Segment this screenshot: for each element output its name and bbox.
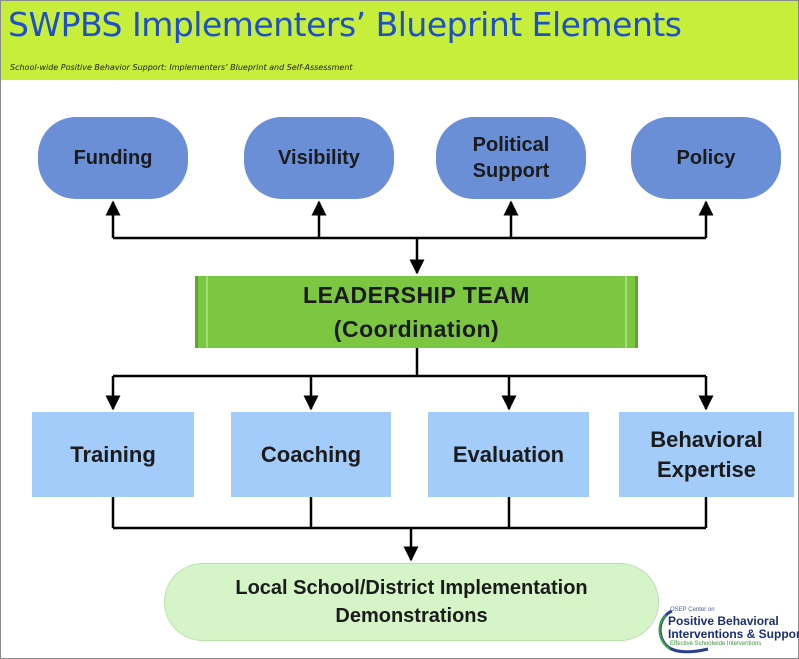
visibility-node: Visibility <box>244 117 394 199</box>
funding-label: Funding <box>73 147 153 169</box>
training-node: Training <box>32 412 194 497</box>
behavioral-expertise-label: Behavioral Expertise <box>650 426 763 482</box>
logo-line-3: Interventions & Support <box>668 627 799 641</box>
leadership-title: LEADERSHIP TEAM <box>303 282 530 308</box>
coaching-node: Coaching <box>231 412 391 497</box>
local-demonstrations-line2: Demonstrations <box>335 605 488 627</box>
local-demonstrations-line1: Local School/District Implementation <box>235 577 588 599</box>
pbis-logo: OSEP Center on Positive Behavioral Inter… <box>656 607 799 655</box>
political-support-label: Political Support <box>472 134 550 182</box>
policy-node: Policy <box>631 117 781 199</box>
leadership-left-bar <box>206 276 208 348</box>
logo-line-1: OSEP Center on <box>670 607 715 613</box>
local-demonstrations-node: Local School/District Implementation Dem… <box>164 563 659 641</box>
training-label: Training <box>70 441 156 467</box>
logo-line-4: Effective Schoolwide Interventions <box>670 641 762 647</box>
slide-title: SWPBS Implementers’ Blueprint Elements <box>8 5 682 44</box>
evaluation-node: Evaluation <box>428 412 589 497</box>
logo-line-2: Positive Behavioral <box>668 614 779 628</box>
leadership-subtitle: (Coordination) <box>333 316 500 342</box>
leadership-team-node: LEADERSHIP TEAM (Coordination) <box>195 276 638 348</box>
funding-node: Funding <box>38 117 188 199</box>
leadership-right-bar <box>625 276 627 348</box>
title-banner: SWPBS Implementers’ Blueprint Elements S… <box>1 1 798 80</box>
policy-label: Policy <box>676 147 736 169</box>
coaching-label: Coaching <box>260 441 362 467</box>
behavioral-expertise-node: Behavioral Expertise <box>619 412 794 497</box>
evaluation-label: Evaluation <box>452 441 565 467</box>
pbis-swoosh-icon <box>658 609 709 654</box>
visibility-label: Visibility <box>278 147 360 169</box>
political-support-node: Political Support <box>436 117 586 199</box>
slide-subtitle: School-wide Positive Behavior Support: I… <box>10 63 353 72</box>
